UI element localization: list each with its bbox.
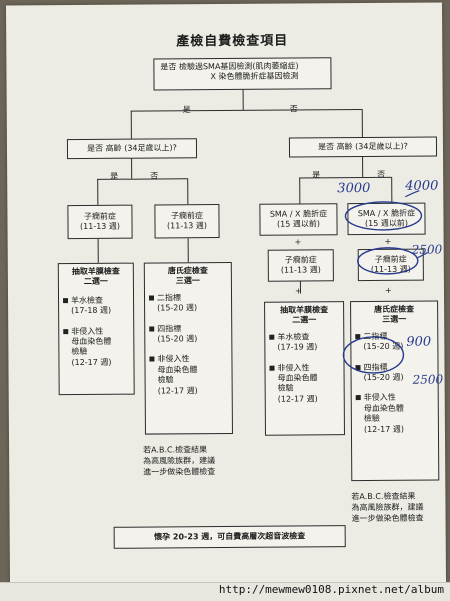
pen-price: 2500 (411, 242, 443, 257)
pen-price: 2500 (412, 372, 444, 387)
pen-circle (357, 247, 419, 275)
pen-price: 3000 (337, 180, 371, 197)
pen-price: 900 (406, 334, 432, 350)
pen-stroke (417, 252, 428, 259)
watermark-strip (0, 582, 450, 601)
pen-circle (344, 201, 423, 231)
pen-annotations (342, 190, 428, 374)
document-sheet: 產檢自費檢查項目 是否 檢驗過SMA基因檢測(肌肉萎縮症) X 染色體脆折症基因… (5, 2, 447, 586)
pen-price: 4000 (405, 178, 439, 194)
watermark-url: http://mewmew0108.pixnet.net/album (218, 583, 444, 596)
pen-stroke (405, 190, 420, 198)
pen-circle (342, 336, 405, 374)
